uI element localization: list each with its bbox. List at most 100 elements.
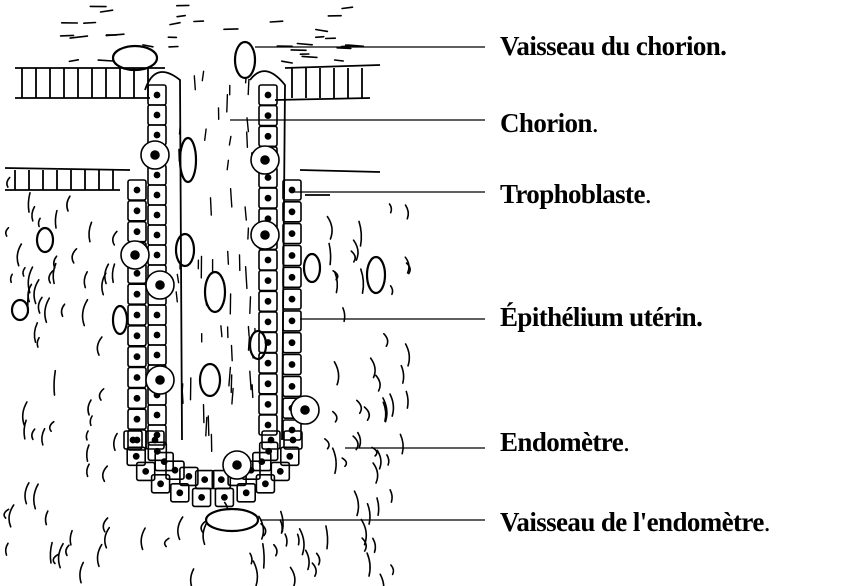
chorion-surface-right (275, 65, 380, 100)
endometrium-stroke (87, 445, 89, 461)
vessels (12, 42, 385, 531)
chorion-stroke (248, 80, 249, 95)
endometrium-stroke (11, 274, 13, 282)
endometrium-stroke (23, 268, 25, 276)
cell-nucleus (143, 469, 148, 474)
cell-nucleus (154, 332, 159, 337)
cell-nucleus (172, 468, 177, 473)
chorion-stroke (202, 71, 203, 80)
vessel (304, 254, 320, 282)
endometrium-stroke (280, 520, 282, 533)
endometrium-stroke (334, 362, 338, 385)
endometrium-stroke (170, 23, 180, 25)
endometrium-stroke (84, 23, 96, 24)
label-chorion: Chorion. (500, 110, 598, 137)
cell-nucleus (154, 252, 159, 257)
cell-nucleus (154, 232, 159, 237)
chorion-surface-left (15, 68, 165, 98)
endometrium-stroke (335, 60, 344, 61)
endometrium-stroke (87, 464, 89, 476)
large-cell-nucleus (261, 231, 269, 239)
endometrium-stroke (291, 567, 295, 586)
endometrium-stroke (329, 244, 331, 265)
cell-nucleus (265, 340, 270, 345)
endometrium-stroke (59, 544, 64, 568)
cell-nucleus (265, 113, 270, 118)
endometrium-stroke (297, 44, 312, 45)
endometrium-stroke (282, 61, 292, 63)
endometrium-stroke (53, 555, 58, 564)
endometrium-stroke (368, 504, 371, 524)
endometrium-stroke (34, 484, 38, 509)
cell-nucleus (134, 396, 139, 401)
endometrium-stroke (377, 450, 381, 468)
cell-nucleus (134, 292, 139, 297)
chorion-stroke (250, 297, 251, 314)
endometrium-stroke (141, 528, 145, 549)
endometrium-stroke (361, 269, 364, 293)
endometrium-stroke (342, 458, 346, 466)
endometrium-stroke (376, 375, 380, 391)
endometrium-stroke (32, 429, 35, 439)
endometrium-stroke (306, 550, 309, 569)
endometrium-stroke (100, 389, 104, 400)
chorion-stroke (227, 160, 228, 169)
endometrium-stroke (114, 434, 117, 451)
cell-nucleus (265, 361, 270, 366)
endometrium-stroke (103, 518, 107, 532)
cell-nucleus (186, 474, 191, 479)
vessel (200, 364, 220, 396)
large-cell-nucleus (261, 156, 269, 164)
endometrium-stroke (39, 218, 41, 226)
cell-nucleus (265, 175, 270, 180)
endometrium-stroke (285, 534, 287, 546)
vessel (180, 138, 196, 182)
cell-nucleus (154, 132, 159, 137)
vessel (250, 331, 266, 359)
endometrium-stroke (270, 21, 282, 22)
cell-nucleus (289, 340, 294, 345)
chorion-stroke (229, 136, 231, 145)
large-cell-nucleus (131, 251, 139, 259)
endometrium-stroke (391, 286, 393, 295)
endometrium-stroke (390, 204, 392, 213)
cell-nucleus (265, 319, 270, 324)
endometrium-stroke (390, 490, 392, 502)
cell-nucleus (219, 477, 224, 482)
endometrium-stroke (28, 267, 32, 293)
endometrium-stroke (406, 205, 409, 219)
cell-nucleus (244, 490, 249, 495)
endometrium-stroke (112, 264, 114, 282)
cell-nucleus (265, 92, 270, 97)
endometrium-stroke (316, 30, 328, 32)
endometrium-stroke (17, 244, 21, 266)
endometrium-stroke (316, 37, 324, 38)
cell-nucleus (290, 437, 295, 442)
endometrium-stroke (300, 529, 304, 555)
cell-nucleus (134, 271, 139, 276)
endometrium-stroke (72, 249, 76, 263)
vessel (205, 272, 225, 312)
chorion-stroke (176, 292, 177, 302)
vessel (113, 46, 157, 70)
chorion-stroke (246, 267, 247, 289)
endometrium-stroke (67, 196, 70, 211)
large-cell-nucleus (156, 376, 164, 384)
endometrium-stroke (28, 193, 30, 212)
endometrium-stroke (50, 543, 52, 563)
endometrium-stroke (387, 455, 389, 465)
cell-nucleus (289, 384, 294, 389)
cell-nucleus (134, 229, 139, 234)
vessel (176, 234, 194, 266)
endometrium-stroke (38, 297, 42, 313)
endometrium-stroke (101, 10, 113, 12)
endometrium-stroke (7, 178, 10, 188)
cell-nucleus (268, 437, 273, 442)
endometrium-stroke (55, 211, 56, 228)
endometrium-stroke (54, 371, 55, 395)
endometrium-stroke (6, 543, 8, 555)
endometrium-stroke (359, 221, 361, 246)
cell-nucleus (289, 231, 294, 236)
